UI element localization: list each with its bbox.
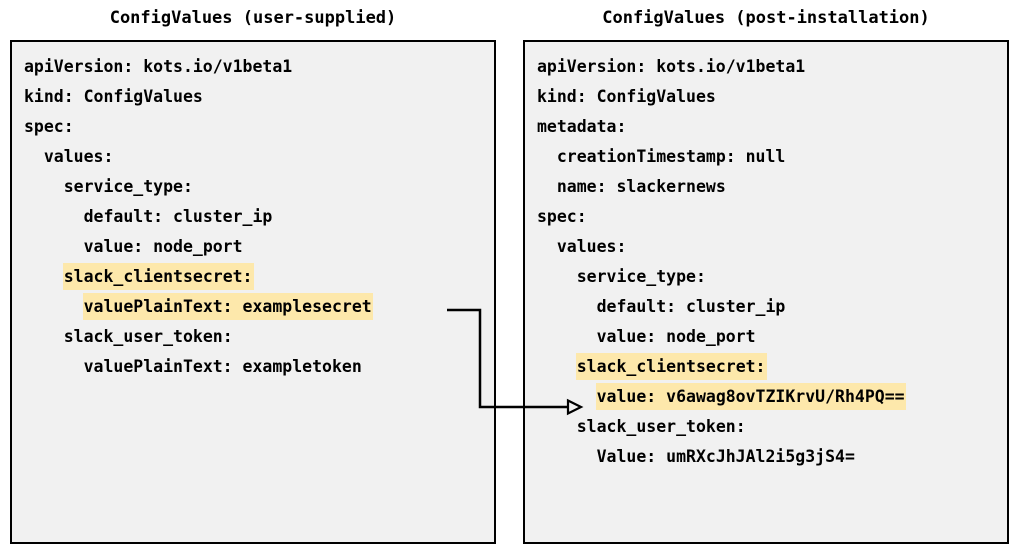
code-line: apiVersion: kots.io/v1beta1: [12, 52, 494, 82]
code-indent: [24, 357, 84, 376]
code-line: spec:: [525, 202, 1007, 232]
code-line: name: slackernews: [525, 172, 1007, 202]
code-text-highlighted: valuePlainText: examplesecret: [83, 294, 372, 319]
panel-title-user-supplied: ConfigValues (user-supplied): [109, 8, 397, 28]
code-text: default: cluster_ip: [83, 207, 273, 226]
code-text: name: slackernews: [556, 177, 726, 196]
code-text: slack_user_token:: [63, 327, 233, 346]
code-text-highlighted: slack_clientsecret:: [576, 354, 766, 379]
code-indent: [537, 237, 557, 256]
code-indent: [537, 447, 597, 466]
code-line: valuePlainText: examplesecret: [12, 292, 494, 322]
code-line: kind: ConfigValues: [12, 82, 494, 112]
configvalues-post-installation-panel: apiVersion: kots.io/v1beta1 kind: ConfigV…: [523, 40, 1009, 544]
code-text: metadata:: [537, 117, 627, 136]
code-indent: [537, 357, 577, 376]
code-text: values:: [556, 237, 627, 256]
code-text: service_type:: [63, 177, 193, 196]
code-line: slack_clientsecret:: [525, 352, 1007, 382]
code-line: service_type:: [12, 172, 494, 202]
code-indent: [537, 147, 557, 166]
code-text: creationTimestamp: null: [556, 147, 786, 166]
code-text: slack_user_token:: [576, 417, 746, 436]
code-line: value: node_port: [525, 322, 1007, 352]
code-text: spec:: [537, 207, 587, 226]
code-indent: [24, 297, 84, 316]
code-text: apiVersion: kots.io/v1beta1: [24, 57, 293, 76]
code-line: apiVersion: kots.io/v1beta1: [525, 52, 1007, 82]
code-indent: [537, 177, 557, 196]
code-indent: [537, 267, 577, 286]
code-line: value: node_port: [12, 232, 494, 262]
code-line: metadata:: [525, 112, 1007, 142]
yaml-code-block-right: apiVersion: kots.io/v1beta1 kind: ConfigV…: [525, 42, 1007, 472]
code-line: value: v6awag8ovTZIKrvU/Rh4PQ==: [525, 382, 1007, 412]
panel-title-post-installation: ConfigValues (post-installation): [602, 8, 930, 28]
code-text-highlighted: slack_clientsecret:: [63, 264, 253, 289]
code-line: values:: [12, 142, 494, 172]
code-text: values:: [43, 147, 114, 166]
code-indent: [537, 387, 597, 406]
code-text: service_type:: [576, 267, 706, 286]
code-text: valuePlainText: exampletoken: [83, 357, 362, 376]
code-indent: [24, 237, 84, 256]
yaml-code-block-left: apiVersion: kots.io/v1beta1 kind: ConfigV…: [12, 42, 494, 382]
code-text: value: node_port: [83, 237, 243, 256]
code-indent: [24, 327, 64, 346]
code-line: slack_clientsecret:: [12, 262, 494, 292]
code-text: kind: ConfigValues: [24, 87, 203, 106]
code-line: kind: ConfigValues: [525, 82, 1007, 112]
code-line: slack_user_token:: [12, 322, 494, 352]
code-line: spec:: [12, 112, 494, 142]
code-text: spec:: [24, 117, 74, 136]
code-line: creationTimestamp: null: [525, 142, 1007, 172]
configvalues-user-supplied-panel: apiVersion: kots.io/v1beta1 kind: ConfigV…: [10, 40, 496, 544]
code-text: kind: ConfigValues: [537, 87, 716, 106]
code-text: default: cluster_ip: [596, 297, 786, 316]
code-indent: [24, 267, 64, 286]
code-indent: [537, 417, 577, 436]
code-line: default: cluster_ip: [12, 202, 494, 232]
code-indent: [24, 207, 84, 226]
code-line: valuePlainText: exampletoken: [12, 352, 494, 382]
code-indent: [24, 147, 44, 166]
code-text: Value: umRXcJhJAl2i5g3jS4=: [596, 447, 855, 466]
code-line: service_type:: [525, 262, 1007, 292]
code-line: Value: umRXcJhJAl2i5g3jS4=: [525, 442, 1007, 472]
code-text: apiVersion: kots.io/v1beta1: [537, 57, 806, 76]
code-indent: [24, 177, 64, 196]
code-text-highlighted: value: v6awag8ovTZIKrvU/Rh4PQ==: [596, 384, 905, 409]
code-line: default: cluster_ip: [525, 292, 1007, 322]
code-text: value: node_port: [596, 327, 756, 346]
code-indent: [537, 327, 597, 346]
code-line: slack_user_token:: [525, 412, 1007, 442]
code-line: values:: [525, 232, 1007, 262]
code-indent: [537, 297, 597, 316]
